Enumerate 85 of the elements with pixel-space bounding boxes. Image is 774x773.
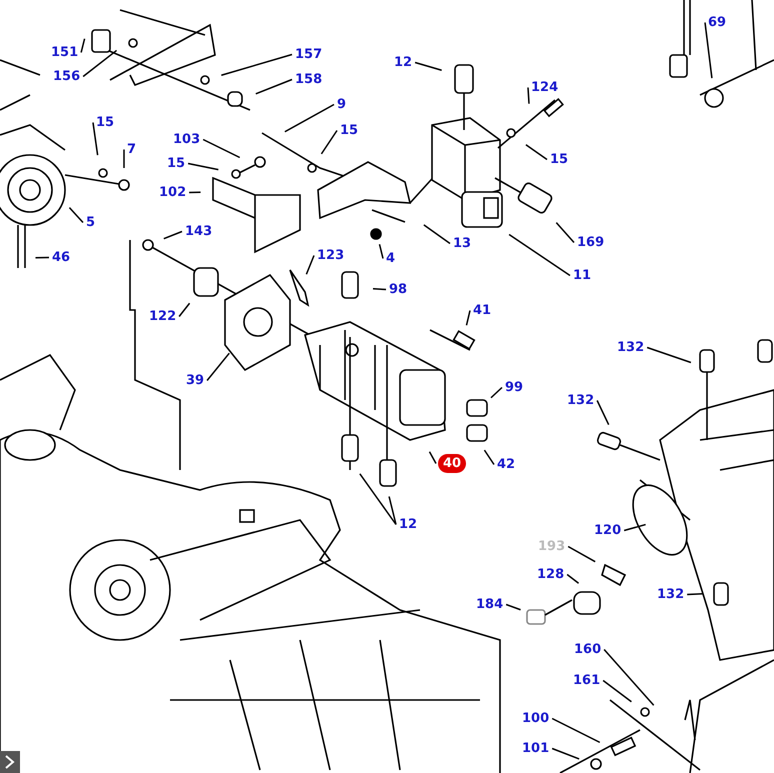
leader-line (178, 302, 190, 317)
leader-line (164, 230, 182, 240)
callout-number: 42 (496, 457, 516, 472)
callout-number: 132 (616, 340, 646, 355)
leader-line (602, 680, 632, 702)
leader-line (568, 546, 596, 562)
leader-line (423, 224, 450, 244)
callout-number: 4 (385, 251, 396, 266)
leader-line (189, 192, 201, 194)
callout-number: 151 (50, 45, 80, 60)
callout-number: 122 (148, 309, 178, 324)
leader-line (414, 62, 442, 71)
callout-number: 124 (530, 80, 560, 95)
leader-line (596, 400, 610, 425)
leader-line (378, 244, 384, 259)
callout-number: 13 (452, 236, 472, 251)
callout-number: 160 (573, 642, 602, 657)
callout-number: 102 (158, 185, 188, 200)
callout-number: 156 (52, 69, 82, 84)
leader-line (552, 718, 600, 744)
callout-number: 5 (85, 215, 96, 230)
leader-line (80, 38, 86, 53)
leader-line (388, 496, 397, 525)
callout-number: 46 (51, 250, 72, 265)
leader-line (306, 255, 315, 275)
callout-number: 132 (566, 393, 596, 408)
callout-number: 158 (294, 72, 324, 87)
leader-line (624, 524, 646, 532)
leader-line (490, 386, 503, 398)
callout-number: 169 (576, 235, 606, 250)
leader-line (552, 748, 580, 760)
leader-line (604, 649, 654, 706)
leader-line (35, 256, 50, 258)
callout-number: 103 (172, 132, 202, 147)
leader-line (466, 310, 471, 326)
callout-number: 11 (572, 268, 592, 283)
callout-number: 39 (185, 373, 206, 388)
callout-number: 99 (504, 380, 524, 395)
leader-line (92, 122, 98, 156)
callout-number: 15 (339, 123, 360, 138)
leader-line (359, 473, 397, 525)
callout-number: 15 (95, 115, 116, 130)
callout-number: 40 (438, 454, 466, 473)
leader-line (188, 162, 218, 170)
callout-number: 15 (166, 156, 186, 171)
callout-number: 143 (184, 224, 214, 239)
callout-number: 132 (656, 587, 686, 602)
leader-line (256, 78, 292, 94)
leader-line (527, 87, 530, 104)
leader-line (206, 352, 230, 381)
leader-line (372, 288, 386, 290)
callout-number: 161 (572, 673, 602, 688)
leader-line (556, 222, 575, 243)
leader-line (506, 604, 521, 610)
callout-number: 184 (475, 597, 504, 612)
leader-line (687, 593, 704, 596)
leader-line (284, 104, 334, 132)
callout-number: 12 (398, 517, 418, 532)
leader-line (82, 50, 118, 78)
leader-line (704, 22, 713, 78)
callout-number: 123 (316, 248, 346, 263)
callout-number: 100 (521, 711, 550, 726)
leader-line (68, 207, 84, 223)
callout-number: 157 (294, 47, 324, 62)
leader-line (646, 346, 692, 364)
leader-line (202, 138, 240, 158)
leader-line (221, 54, 292, 76)
callout-number: 9 (336, 97, 348, 112)
callout-number: 101 (521, 741, 550, 756)
callout-number: 12 (393, 55, 414, 70)
callout-number: 193 (537, 539, 566, 554)
leader-line (566, 574, 580, 584)
leader-line (484, 450, 495, 465)
leader-line (320, 130, 338, 154)
callout-number: 98 (388, 282, 408, 297)
leader-line (123, 150, 125, 168)
leader-line (526, 144, 548, 160)
callout-number: 69 (707, 15, 728, 30)
leader-line (508, 234, 570, 276)
callout-number: 41 (472, 303, 492, 318)
callout-number: 128 (536, 567, 566, 582)
callout-number: 120 (593, 523, 622, 538)
callout-number: 7 (126, 142, 138, 157)
callout-number: 15 (549, 152, 570, 167)
leader-line (428, 451, 437, 464)
